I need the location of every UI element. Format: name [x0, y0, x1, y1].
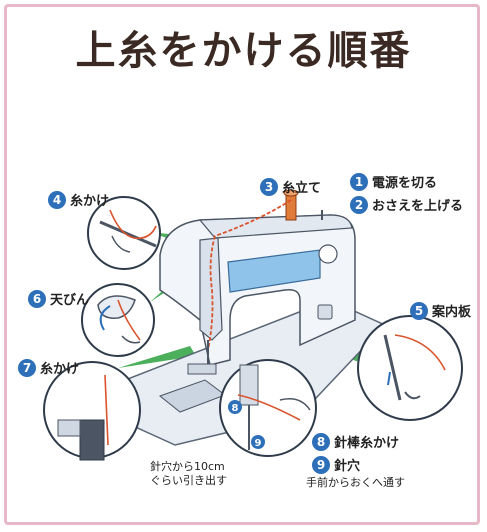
step-number: 2 [350, 195, 368, 214]
step-2: 2 おさえを上げる [350, 195, 463, 214]
step-label: 糸かけ [40, 362, 80, 377]
inset-mark-9-label: 9 [255, 438, 262, 449]
step-number: 8 [312, 432, 330, 451]
inset-4 [87, 196, 161, 270]
step-label: 案内板 [432, 305, 472, 320]
step-8: 8 針棒糸かけ [312, 432, 399, 451]
machine-top [198, 214, 353, 239]
inset-mark-8 [228, 400, 242, 414]
step-label: 糸立て [282, 181, 322, 196]
inset-mark-8-label: 8 [232, 403, 239, 414]
control-button [317, 304, 333, 320]
spool-top [283, 189, 299, 197]
step-label: 天びん [50, 293, 90, 308]
step-number: 3 [260, 177, 278, 196]
step-9-sub: 手前からおくへ通す [306, 476, 405, 489]
presser-foot [187, 363, 217, 375]
inset-mark-9 [251, 435, 265, 449]
step-label: 針穴 [334, 459, 361, 474]
pull-out-note-line2: ぐらい引き出す [150, 474, 227, 487]
inset-7 [43, 361, 141, 461]
step-label: 糸かけ [70, 194, 110, 209]
step-9: 9 針穴 [312, 455, 360, 474]
inset-5 [357, 315, 463, 421]
step-7: 7 糸かけ [18, 358, 79, 377]
step-number: 1 [350, 172, 368, 191]
display-panel [227, 249, 321, 293]
step-5: 5 案内板 [410, 301, 471, 320]
thread-path [207, 199, 292, 351]
page-title: 上糸をかける順番 [75, 28, 412, 74]
step-3: 3 糸立て [260, 177, 321, 196]
step-label: 電源を切る [372, 176, 438, 191]
pull-out-note-line1: 針穴から10cm [150, 460, 225, 473]
beam-7 [118, 346, 196, 368]
step-label: 針棒糸かけ [334, 436, 400, 451]
step-number: 9 [312, 455, 330, 474]
dial-knob [318, 244, 338, 264]
step-6: 6 天びん [28, 289, 89, 308]
step-number: 4 [48, 190, 66, 209]
step-number: 5 [410, 301, 428, 320]
step-number: 7 [18, 358, 36, 377]
step-4: 4 糸かけ [48, 190, 109, 209]
step-label: おさえを上げる [372, 199, 464, 214]
inset-6 [81, 283, 155, 357]
pull-out-note: 針穴から10cm ぐらい引き出す [150, 460, 227, 488]
step-1: 1 電源を切る [350, 172, 437, 191]
inset-8-9 [219, 359, 317, 457]
step-number: 6 [28, 289, 46, 308]
